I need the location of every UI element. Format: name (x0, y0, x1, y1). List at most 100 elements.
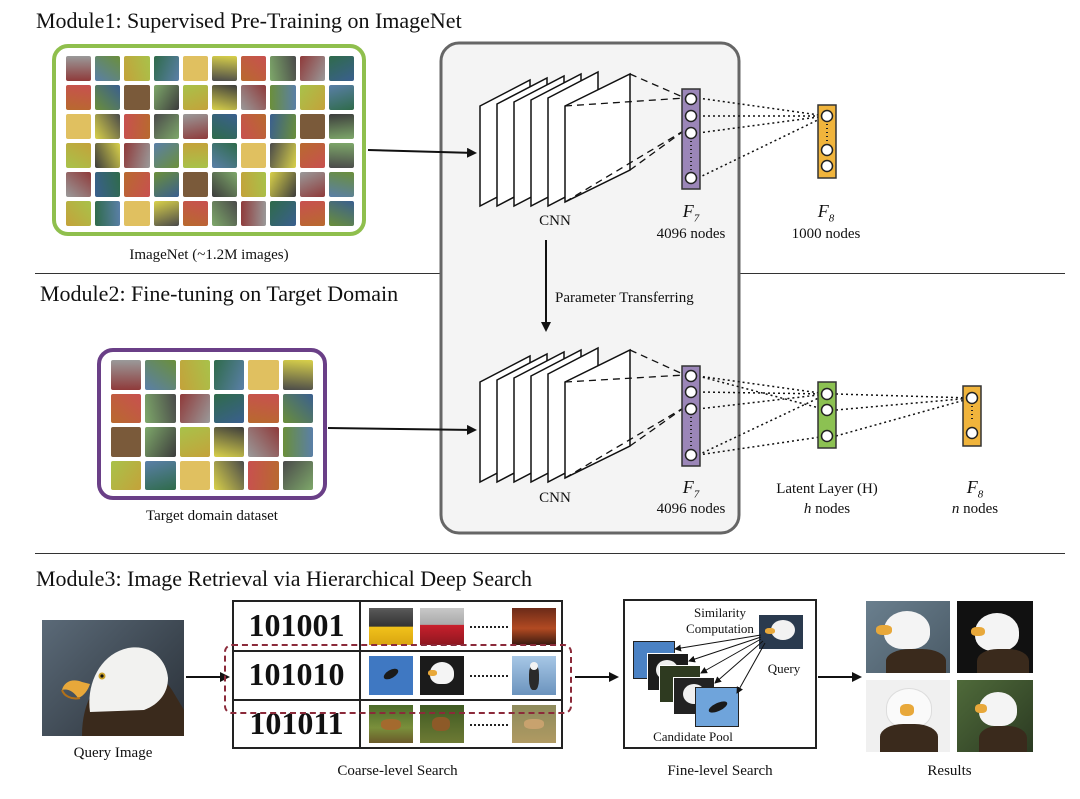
imagenet-thumbnail (182, 114, 208, 139)
imagenet-thumbnail (153, 56, 179, 81)
results-caption: Results (927, 763, 972, 779)
latent-layer (817, 381, 837, 449)
hash-code-1: 101001 (248, 607, 345, 643)
similarity-label-line1: Similarity (694, 605, 746, 620)
target-domain-thumbnail (248, 393, 279, 423)
imagenet-thumbnail (270, 56, 296, 81)
imagenet-thumbnail (241, 143, 267, 168)
imagenet-thumbnail (124, 85, 150, 110)
imagenet-thumbnail (241, 85, 267, 110)
fine-caption: Fine-level Search (667, 763, 773, 779)
cnn-stack-module2 (479, 346, 631, 484)
f7-layer-module2 (681, 365, 701, 467)
imagenet-caption: ImageNet (~1.2M images) (129, 247, 289, 263)
bucket-2-image-3 (512, 656, 556, 695)
f8-label-module2: F8 (966, 477, 984, 501)
imagenet-thumbnail (66, 85, 92, 110)
imagenet-thumbnail (66, 143, 92, 168)
target-domain-thumbnail (111, 460, 142, 490)
imagenet-thumbnail (212, 201, 238, 226)
imagenet-thumbnail (241, 114, 267, 139)
imagenet-thumbnail (328, 85, 354, 110)
f7-nodes-module1: 4096 nodes (656, 226, 726, 242)
cnn-label-module1: CNN (539, 213, 571, 229)
imagenet-thumbnail (95, 201, 121, 226)
imagenet-thumbnail (95, 172, 121, 197)
imagenet-thumbnail (328, 114, 354, 139)
imagenet-thumbnail (153, 172, 179, 197)
module2-divider (35, 553, 1065, 554)
target-domain-thumbnail (248, 360, 279, 390)
latent-nodes-label: h nodes (803, 501, 851, 517)
candidate-pool-label: Candidate Pool (653, 729, 733, 744)
f7-label-module1: F7 (682, 201, 700, 225)
imagenet-thumbnail (153, 114, 179, 139)
bucket-3-ellipsis (470, 724, 508, 726)
imagenet-thumbnail (241, 201, 267, 226)
target-dataset-panel (97, 348, 327, 500)
target-domain-thumbnail (282, 460, 313, 490)
target-domain-thumbnail (145, 427, 176, 457)
bucket-3-image-2 (420, 705, 464, 743)
target-domain-thumbnail (179, 427, 210, 457)
result-image-2 (957, 601, 1033, 673)
cnn2-to-f7-projection (564, 349, 686, 479)
imagenet-thumbnail (124, 201, 150, 226)
bucket-2-ellipsis (470, 675, 508, 677)
imagenet-thumbnail (212, 143, 238, 168)
bucket-2-image-1 (369, 656, 413, 695)
imagenet-thumbnail (328, 56, 354, 81)
imagenet-thumbnail (182, 172, 208, 197)
hash-table: 101001 101010 101011 (232, 600, 563, 749)
query-label: Query (767, 661, 801, 676)
imagenet-thumbnail (95, 56, 121, 81)
imagenet-thumbnail (270, 114, 296, 139)
result-image-1 (866, 601, 950, 673)
bucket-1-image-1 (369, 608, 413, 645)
imagenet-thumbnail (212, 85, 238, 110)
bucket-3-image-3 (512, 705, 556, 743)
imagenet-thumbnail (299, 143, 325, 168)
cnn-stack-module1 (479, 70, 631, 208)
target-domain-thumbnail (248, 427, 279, 457)
imagenet-thumbnail (299, 56, 325, 81)
imagenet-thumbnail (212, 114, 238, 139)
imagenet-thumbnail (182, 56, 208, 81)
similarity-arrows (674, 634, 766, 694)
f8-nodes-module1: 1000 nodes (791, 226, 861, 242)
imagenet-thumbnail (241, 56, 267, 81)
imagenet-image-grid (66, 56, 354, 226)
bucket-1-image-2 (420, 608, 464, 645)
module2-title: Module2: Fine-tuning on Target Domain (40, 281, 399, 306)
f7-nodes-module2: 4096 nodes (656, 501, 726, 517)
imagenet-dataset-panel (52, 44, 366, 236)
imagenet-thumbnail (66, 56, 92, 81)
imagenet-thumbnail (270, 85, 296, 110)
imagenet-thumbnail (328, 143, 354, 168)
imagenet-thumbnail (153, 201, 179, 226)
imagenet-thumbnail (270, 172, 296, 197)
imagenet-thumbnail (241, 172, 267, 197)
target-domain-thumbnail (145, 360, 176, 390)
module3-arrows (186, 672, 862, 682)
cnn-label-module2: CNN (539, 490, 571, 506)
target-domain-thumbnail (145, 460, 176, 490)
target-domain-thumbnail (282, 393, 313, 423)
imagenet-thumbnail (212, 56, 238, 81)
imagenet-thumbnail (182, 201, 208, 226)
imagenet-thumbnail (182, 143, 208, 168)
imagenet-thumbnail (95, 85, 121, 110)
target-domain-thumbnail (179, 360, 210, 390)
target-domain-thumbnail (111, 427, 142, 457)
f7-to-latent-connections (697, 375, 828, 456)
target-domain-thumbnail (282, 360, 313, 390)
imagenet-thumbnail (124, 114, 150, 139)
parameter-transfer-label: Parameter Transferring (555, 290, 694, 306)
target-domain-thumbnail (214, 360, 245, 390)
imagenet-thumbnail (124, 143, 150, 168)
target-domain-thumbnail (214, 393, 245, 423)
imagenet-thumbnail (124, 56, 150, 81)
imagenet-thumbnail (153, 85, 179, 110)
bucket-1-ellipsis (470, 626, 508, 628)
f7-label-module2: F7 (682, 477, 700, 501)
